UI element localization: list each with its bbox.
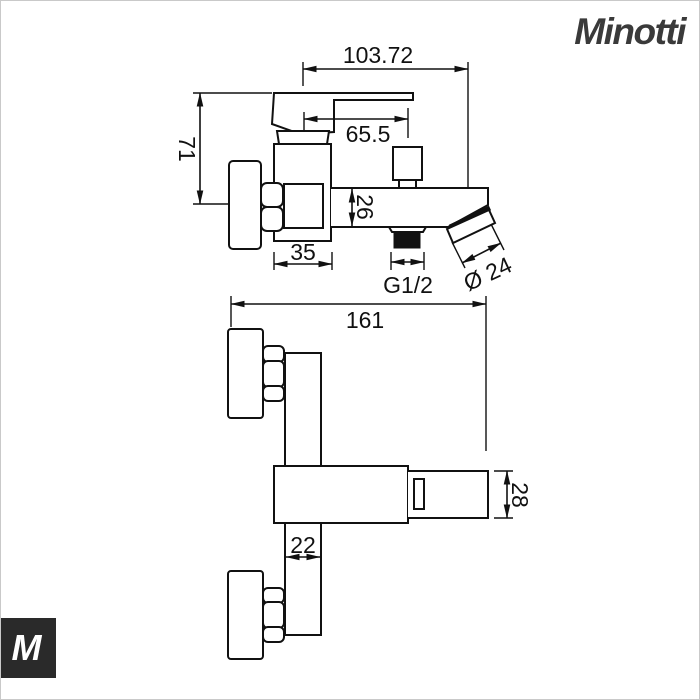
front-upper-nut-bottom [262,385,285,402]
side-hex-nut-lower [260,206,284,232]
front-spout [408,470,489,519]
dim-spout-height: 26 [352,194,378,220]
dim-thread-size: G1/2 [383,272,433,298]
front-view [227,328,489,660]
side-view [228,92,497,250]
side-view-dimensions: 103.72 65.5 71 26 35 G1/2 Ø 24 [174,42,516,298]
extension-line [451,241,466,269]
dim-total-length: 103.72 [343,42,413,68]
dim-height: 71 [174,136,200,162]
brand-logo: Minotti [574,11,686,52]
brand-badge: M [1,618,56,678]
side-diverter-knob [392,146,423,181]
dim-aerator-diameter: Ø 24 [460,251,516,296]
side-wall-flange [228,160,262,250]
front-view-dimensions: 161 28 22 [230,296,533,561]
dim-line-aerator [461,242,502,264]
dim-spout-section: 28 [507,482,533,508]
dim-column-width: 22 [290,532,316,558]
front-upper-flange [227,328,264,419]
front-mixer-block [273,465,409,524]
side-diverter-stem [398,179,417,189]
brand-badge-letter: M [11,627,42,668]
front-lower-flange [227,570,264,660]
dim-handle-length: 65.5 [346,121,391,147]
side-aerator [445,208,497,245]
side-cartridge-cap [275,130,331,145]
side-bracket-square [283,183,324,229]
front-spout-connector [413,478,425,510]
front-lower-nut-mid [262,601,285,629]
side-outlet-thread [393,231,421,249]
front-upper-nut-mid [262,360,285,388]
front-lower-nut-top [262,587,285,604]
extension-line [490,223,505,251]
side-outlet-cap [387,226,428,233]
side-hex-nut-upper [260,182,284,208]
front-upper-nut-top [262,345,285,363]
side-lever-handle [270,92,414,136]
dim-body-width: 35 [290,239,316,265]
dim-total-width: 161 [346,307,384,333]
front-lower-nut-bottom [262,626,285,643]
